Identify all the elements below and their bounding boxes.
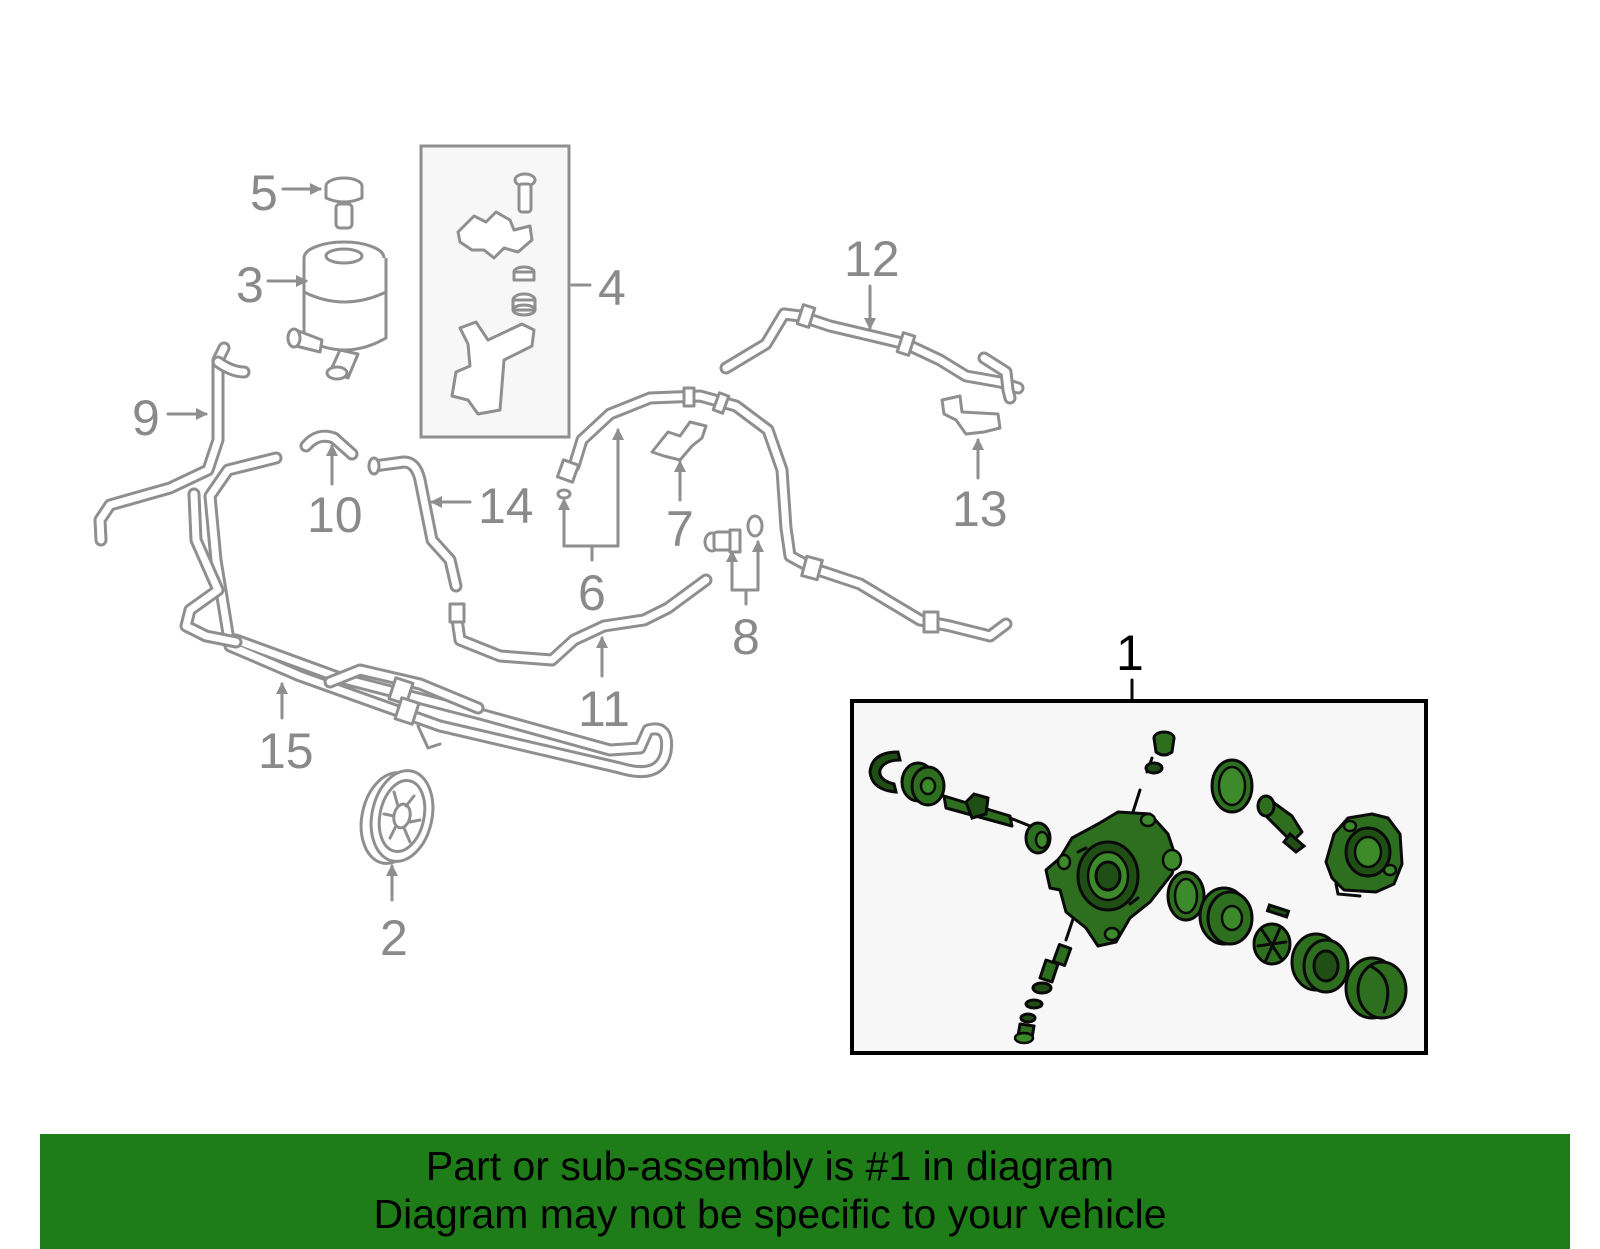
callout-2: 2 xyxy=(380,910,408,966)
leader-6 xyxy=(558,428,624,562)
callout-6: 6 xyxy=(578,565,606,621)
callout-14: 14 xyxy=(478,478,534,534)
leader-10 xyxy=(326,444,338,486)
leader-3 xyxy=(266,275,308,287)
leader-15 xyxy=(276,682,288,720)
callout-5: 5 xyxy=(250,165,278,221)
leader-8 xyxy=(726,540,764,606)
callout-15: 15 xyxy=(258,723,314,779)
callout-8: 8 xyxy=(732,609,760,665)
part-14-hose xyxy=(367,455,463,593)
callout-10: 10 xyxy=(307,487,363,543)
leader-14 xyxy=(430,496,472,508)
part-9-hose xyxy=(93,341,251,547)
part-8-fitting xyxy=(703,514,764,554)
part-7-bracket xyxy=(650,420,708,462)
callout-13: 13 xyxy=(952,481,1008,537)
part-11-line xyxy=(448,573,713,667)
banner-line-part-info: Part or sub-assembly is #1 in diagram xyxy=(425,1143,1115,1189)
leader-9 xyxy=(166,408,208,420)
part-15-return-line xyxy=(179,451,674,778)
notice-banner: Part or sub-assembly is #1 in diagram Di… xyxy=(40,1134,1570,1249)
part-5-bolt xyxy=(324,176,364,230)
part-10-hose xyxy=(299,429,359,461)
callout-3: 3 xyxy=(236,257,264,313)
part-2-pulley xyxy=(359,769,435,865)
part-13-bracket xyxy=(940,394,1002,436)
callout-12: 12 xyxy=(844,231,900,287)
part-4-bracket-kit xyxy=(419,144,571,439)
leader-12 xyxy=(864,284,876,330)
part-6-pressure-hose xyxy=(555,386,1013,643)
leader-5 xyxy=(281,183,322,195)
leader-2 xyxy=(386,864,398,902)
part-3-reservoir xyxy=(286,240,388,381)
callout-9: 9 xyxy=(132,390,160,446)
leader-11 xyxy=(596,636,608,678)
part-1-inset xyxy=(850,699,1428,1055)
part-12-cooler-line xyxy=(719,303,1025,405)
callout-7: 7 xyxy=(666,501,694,557)
leader-13 xyxy=(972,438,984,480)
callout-1: 1 xyxy=(1116,625,1144,681)
leader-7 xyxy=(674,460,686,502)
callout-4: 4 xyxy=(598,260,626,316)
banner-line-disclaimer: Diagram may not be specific to your vehi… xyxy=(373,1191,1167,1237)
callout-11: 11 xyxy=(578,681,630,737)
